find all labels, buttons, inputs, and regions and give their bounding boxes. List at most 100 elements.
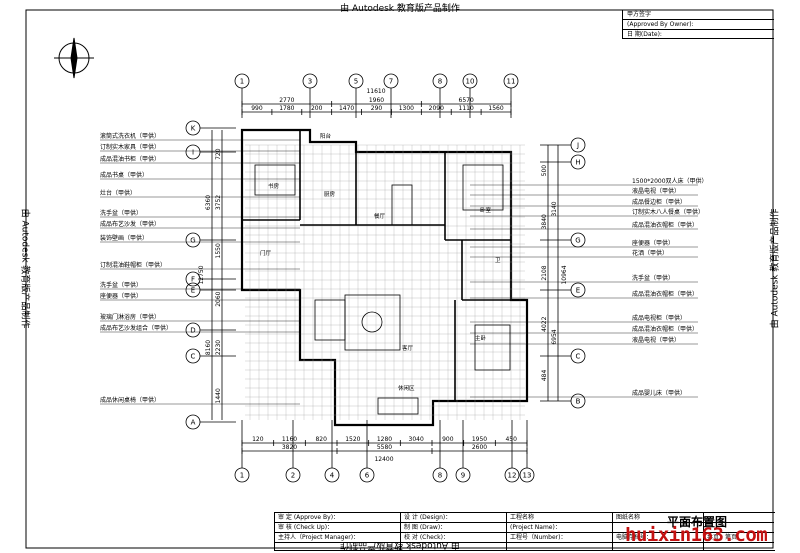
dim-bot-r1-6: 900 <box>442 436 454 443</box>
outer-wall <box>240 128 529 427</box>
left-note-0: 滚筒式洗衣机（甲供） <box>100 132 160 140</box>
dim-top-r1-1: 1960 <box>369 97 384 104</box>
room-kitchen: 厨房 <box>324 190 336 198</box>
dim-top-r2-8: 1560 <box>488 105 503 112</box>
dim-top-r1-0: 2770 <box>279 97 294 104</box>
right-note-9: 成品电视柜（甲供） <box>632 314 686 322</box>
dim-left-r2-1: 8160 <box>205 340 212 355</box>
design-row: 设 计 (Design)： <box>401 513 506 523</box>
check-row: 审 核 (Check Up)： <box>275 523 400 533</box>
room-lobby: 门厅 <box>260 249 272 257</box>
right-note-5: 座便器（甲供） <box>632 239 674 247</box>
dining-table <box>391 184 413 226</box>
axis-bottom-13: 13 <box>523 472 532 480</box>
axis-bottom-6: 6 <box>365 472 370 480</box>
approve-row: 审 定 (Approve By)： <box>275 513 400 523</box>
axis-bottom-12: 12 <box>508 472 517 480</box>
axis-top-1: 1 <box>240 78 244 86</box>
left-note-11: 玻璃门淋浴房（甲供） <box>100 313 160 321</box>
dim-top-r2-0: 990 <box>251 105 263 112</box>
drawing-name-row: 图纸名称 <box>613 513 703 523</box>
axis-left-C: C <box>191 353 196 361</box>
dim-left-r1-2: 1550 <box>215 243 222 258</box>
axis-left-F: F <box>191 276 195 284</box>
axis-left-K: K <box>191 125 196 133</box>
left-note-13: 成品休闲桌椅（甲供） <box>100 396 160 404</box>
manager-row: 主持人（Project Manager)： <box>275 533 400 543</box>
axis-bottom-1: 1 <box>240 472 244 480</box>
dim-right-r1-0: 500 <box>541 165 548 177</box>
desk <box>254 164 296 196</box>
axis-top-3: 3 <box>308 78 312 86</box>
dim-right-r1-3: 4022 <box>541 316 548 331</box>
left-note-8: 订制混油鞋帽柜（甲供） <box>100 261 166 269</box>
room-living: 客厅 <box>402 344 414 352</box>
dim-left-r1-3: 2060 <box>215 291 222 306</box>
room-leisure: 休闲区 <box>398 384 415 392</box>
title-block: 审 定 (Approve By)： 审 核 (Check Up)： 主持人（Pr… <box>274 512 775 551</box>
right-note-11: 液晶电视（甲供） <box>632 336 680 344</box>
axis-top-5: 5 <box>354 78 358 86</box>
axis-bottom-9: 9 <box>461 472 465 480</box>
left-note-12: 成品布艺沙发组合（甲供） <box>100 324 172 332</box>
dim-top-r2-5: 1300 <box>399 105 414 112</box>
dim-bot-r1-2: 820 <box>315 436 327 443</box>
axis-left-A: A <box>191 419 196 427</box>
dim-right-r2-0: 3140 <box>551 201 558 216</box>
axis-right-E: E <box>576 287 580 295</box>
axis-right-H: H <box>575 159 580 167</box>
axis-right-G: G <box>575 237 580 245</box>
left-note-1: 订制实木家具（甲供） <box>100 143 160 151</box>
dim-bottom-total: 12400 <box>374 456 393 463</box>
blank-row <box>613 523 703 533</box>
dim-bot-r1-4: 1280 <box>377 436 392 443</box>
axis-bottom-2: 2 <box>291 472 295 480</box>
left-note-10: 座便器（甲供） <box>100 292 142 300</box>
dim-top-r2-1: 1780 <box>279 105 294 112</box>
owner-signature-block: 甲方签字 (Approved By Owner): 日 期(Date): <box>622 10 774 39</box>
dim-bot-r1-3: 1520 <box>345 436 360 443</box>
axis-left-D: D <box>190 327 195 335</box>
date-label: 日 期(Date): <box>627 31 662 38</box>
axis-top-11: 11 <box>507 78 516 86</box>
double-bed <box>462 164 504 211</box>
leisure-table <box>377 397 419 415</box>
archive-row: 电脑存档号： <box>613 533 703 543</box>
dim-top-r2-4: 290 <box>371 105 383 112</box>
dim-bot-r2-0: 3820 <box>282 444 297 451</box>
dim-left-r1-1: 3752 <box>215 195 222 210</box>
axis-top-8: 8 <box>438 78 442 86</box>
dim-right-r2-1: 6954 <box>551 329 558 344</box>
axis-right-C: C <box>576 353 581 361</box>
dim-bot-r1-1: 1160 <box>282 436 297 443</box>
axis-right-B: B <box>576 398 581 406</box>
axis-top-7: 7 <box>389 78 393 86</box>
left-note-3: 成品书桌（甲供） <box>100 171 148 179</box>
room-dining: 餐厅 <box>374 212 386 220</box>
project-name-row: 工程名称 <box>507 513 612 523</box>
right-note-0: 1500*2000双人床（甲供） <box>632 177 708 185</box>
right-note-7: 洗手盆（甲供） <box>632 274 674 282</box>
extra-row-1 <box>704 513 774 523</box>
axis-left-E: E <box>191 287 195 295</box>
left-note-7: 装饰壁画（甲供） <box>100 234 148 242</box>
sheet-frame <box>25 9 774 549</box>
dim-right-r1-2: 2108 <box>541 265 548 280</box>
page-count: 共页，第页 <box>704 533 774 543</box>
project-name-en-row: (Project Name)： <box>507 523 612 533</box>
axis-right-J: J <box>576 142 579 150</box>
master-bed <box>474 324 511 371</box>
extra-row-2 <box>704 523 774 533</box>
room-balcony: 阳台 <box>320 132 332 140</box>
verify-row: 校 对 (Check)： <box>401 533 506 543</box>
dim-right-total: 10964 <box>561 265 568 284</box>
dim-bot-r1-7: 1950 <box>472 436 487 443</box>
axis-top-10: 10 <box>466 78 475 86</box>
room-master: 卧室 <box>480 206 492 214</box>
left-note-9: 洗手盆（甲供） <box>100 281 142 289</box>
right-note-4: 成品混油衣帽柜（甲供） <box>632 221 698 229</box>
living-carpet <box>344 294 401 351</box>
right-note-6: 花洒（甲供） <box>632 249 668 257</box>
